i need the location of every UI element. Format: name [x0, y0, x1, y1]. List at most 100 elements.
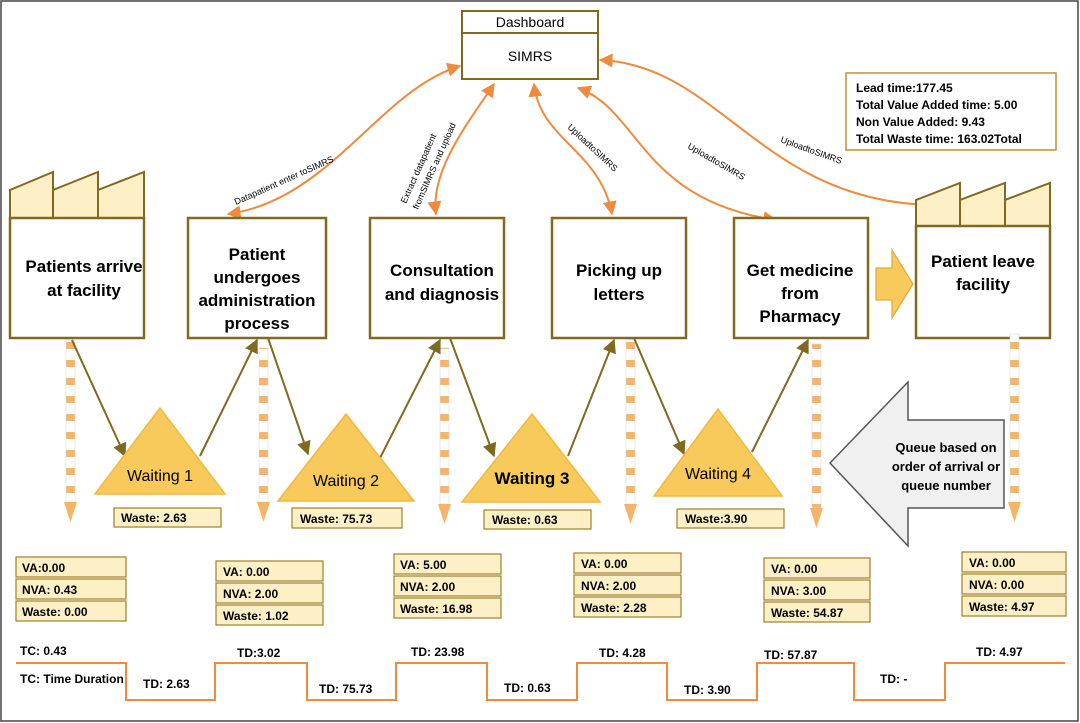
process-pharmacy-line1: Get medicine: [747, 261, 854, 280]
timeline-td-8: TD: 57.87: [764, 648, 818, 662]
link-admin-simrs: [226, 62, 462, 220]
link-labels: Datapatient enter toSIMRS Extract datapa…: [233, 121, 844, 211]
process-pharmacy-line2: from: [781, 284, 819, 303]
metrics-3-va: VA: 5.00: [400, 558, 447, 572]
timeline-td-2: TD:3.02: [237, 646, 281, 660]
summary-panel: Lead time:177.45 Total Value Added time:…: [845, 72, 1057, 151]
metrics-5-nva: NVA: 3.00: [771, 584, 826, 598]
waiting-1-label: Waiting 1: [127, 468, 193, 485]
process-letters: Picking up letters: [550, 216, 688, 340]
link-leave-simrs: [598, 53, 932, 212]
process-pharmacy-line3: Pharmacy: [759, 307, 841, 326]
metrics-5: VA: 0.00 NVA: 3.00 Waste: 54.87: [763, 557, 871, 623]
process-admin-line4: process: [224, 314, 289, 333]
metrics-1-waste: Waste: 0.00: [22, 605, 88, 619]
push-column-5: [810, 343, 823, 528]
push-column-2: [257, 347, 270, 522]
process-pharmacy: Get medicine from Pharmacy: [732, 216, 870, 340]
timeline-tc-label: TC: Time Duration: [20, 672, 124, 686]
timeline-td-6: TD: 4.28: [599, 646, 646, 660]
queue-note-line1: Queue based on: [895, 440, 996, 455]
metrics-1-nva: NVA: 0.43: [22, 583, 77, 597]
timeline-tc-value: TC: 0.43: [20, 644, 67, 658]
metrics-6: VA: 0.00 NVA: 0.00 Waste: 4.97: [961, 551, 1067, 617]
push-column-4: [624, 339, 637, 524]
process-admin-line1: Patient: [229, 245, 286, 264]
waiting-1: Waiting 1 Waste: 2.63: [93, 406, 227, 528]
metrics-4-waste: Waste: 2.28: [581, 601, 647, 615]
waiting-3-waste: Waste: 0.63: [492, 513, 558, 527]
summary-value-added: Total Value Added time: 5.00: [856, 98, 1018, 112]
link-label-4: UploadtoSIMRS: [686, 141, 747, 182]
metrics-3-nva: NVA: 2.00: [400, 580, 455, 594]
push-columns: [64, 333, 1021, 528]
waiting-3-label: Waiting 3: [495, 469, 570, 488]
factory-icon-arrive: [9, 170, 145, 219]
waiting-2-waste: Waste: 75.73: [300, 512, 373, 526]
factory-icon-leave: [915, 181, 1051, 227]
process-consultation: Consultation and diagnosis: [368, 216, 506, 340]
metrics-2-va: VA: 0.00: [223, 565, 270, 579]
timeline-td-7: TD: 3.90: [684, 683, 731, 697]
metrics-4: VA: 0.00 NVA: 2.00 Waste: 2.28: [573, 552, 682, 618]
push-arrow-icon: [875, 247, 914, 321]
timeline-td-4: TD: 23.98: [411, 645, 465, 659]
process-administration: Patient undergoes administration process: [186, 216, 328, 340]
timeline-labels: TC: 0.43 TC: Time Duration TD: 2.63 TD:3…: [20, 644, 1023, 697]
timeline-td-9: TD: -: [880, 672, 907, 686]
process-leave-line2: facility: [956, 275, 1010, 294]
waiting-4: Waiting 4 Waste:3.90: [652, 407, 785, 529]
process-leave-line1: Patient leave: [931, 252, 1035, 271]
summary-non-value-added: Non Value Added: 9.43: [856, 115, 985, 129]
queue-arrow-icon: [828, 380, 1005, 548]
flow-arrows: [71, 337, 809, 459]
waiting-2: Waiting 2 Waste: 75.73: [276, 412, 416, 529]
waiting-4-label: Waiting 4: [685, 466, 751, 483]
queue-arrow: Queue based on order of arrival or queue…: [828, 380, 1005, 548]
metrics-6-waste: Waste: 4.97: [969, 600, 1035, 614]
metrics-4-nva: NVA: 2.00: [581, 579, 636, 593]
simrs-links: [226, 53, 932, 226]
push-column-3: [438, 347, 451, 524]
metrics-1-va: VA:0.00: [22, 561, 65, 575]
metrics-2-nva: NVA: 2.00: [223, 587, 278, 601]
queue-note-line3: queue number: [901, 478, 991, 493]
queue-note-line2: order of arrival or: [892, 459, 1000, 474]
metrics-5-waste: Waste: 54.87: [771, 606, 844, 620]
process-consult-line2: and diagnosis: [385, 285, 499, 304]
metrics-2-waste: Waste: 1.02: [223, 609, 289, 623]
process-arrive: Patients arrive at facility: [8, 216, 146, 340]
process-leave: Patient leave facility: [914, 224, 1052, 340]
waiting-2-label: Waiting 2: [313, 473, 379, 490]
metrics-6-va: VA: 0.00: [969, 556, 1016, 570]
dashboard: Dashboard SIMRS: [461, 10, 599, 80]
push-column-6: [1008, 333, 1021, 522]
link-label-1: Datapatient enter toSIMRS: [233, 154, 335, 207]
dashboard-title: Dashboard: [496, 14, 565, 30]
metrics-2: VA: 0.00 NVA: 2.00 Waste: 1.02: [215, 560, 324, 626]
summary-total-waste: Total Waste time: 163.02Total: [856, 132, 1022, 146]
link-consult-simrs: [427, 82, 495, 216]
process-arrive-line1: Patients arrive: [25, 257, 142, 276]
dashboard-system: SIMRS: [508, 48, 552, 64]
metrics-3-waste: Waste: 16.98: [400, 602, 473, 616]
timeline-td-10: TD: 4.97: [976, 645, 1023, 659]
timeline-td-1: TD: 2.63: [143, 677, 190, 691]
summary-lead-time: Lead time:177.45: [856, 81, 953, 95]
timeline-td-3: TD: 75.73: [319, 682, 373, 696]
process-consult-line1: Consultation: [390, 261, 494, 280]
timeline-line: [16, 662, 1065, 701]
metrics-5-va: VA: 0.00: [771, 562, 818, 576]
process-admin-line2: undergoes: [214, 268, 301, 287]
waiting-1-waste: Waste: 2.63: [121, 511, 187, 525]
waiting-3: Waiting 3 Waste: 0.63: [460, 412, 602, 530]
metrics-3: VA: 5.00 NVA: 2.00 Waste: 16.98: [393, 553, 502, 619]
metrics-6-nva: NVA: 0.00: [969, 578, 1024, 592]
process-arrive-line2: at facility: [47, 281, 121, 300]
metrics-4-va: VA: 0.00: [581, 557, 628, 571]
metrics-1: VA:0.00 NVA: 0.43 Waste: 0.00: [15, 556, 127, 622]
process-letters-line1: Picking up: [576, 261, 662, 280]
